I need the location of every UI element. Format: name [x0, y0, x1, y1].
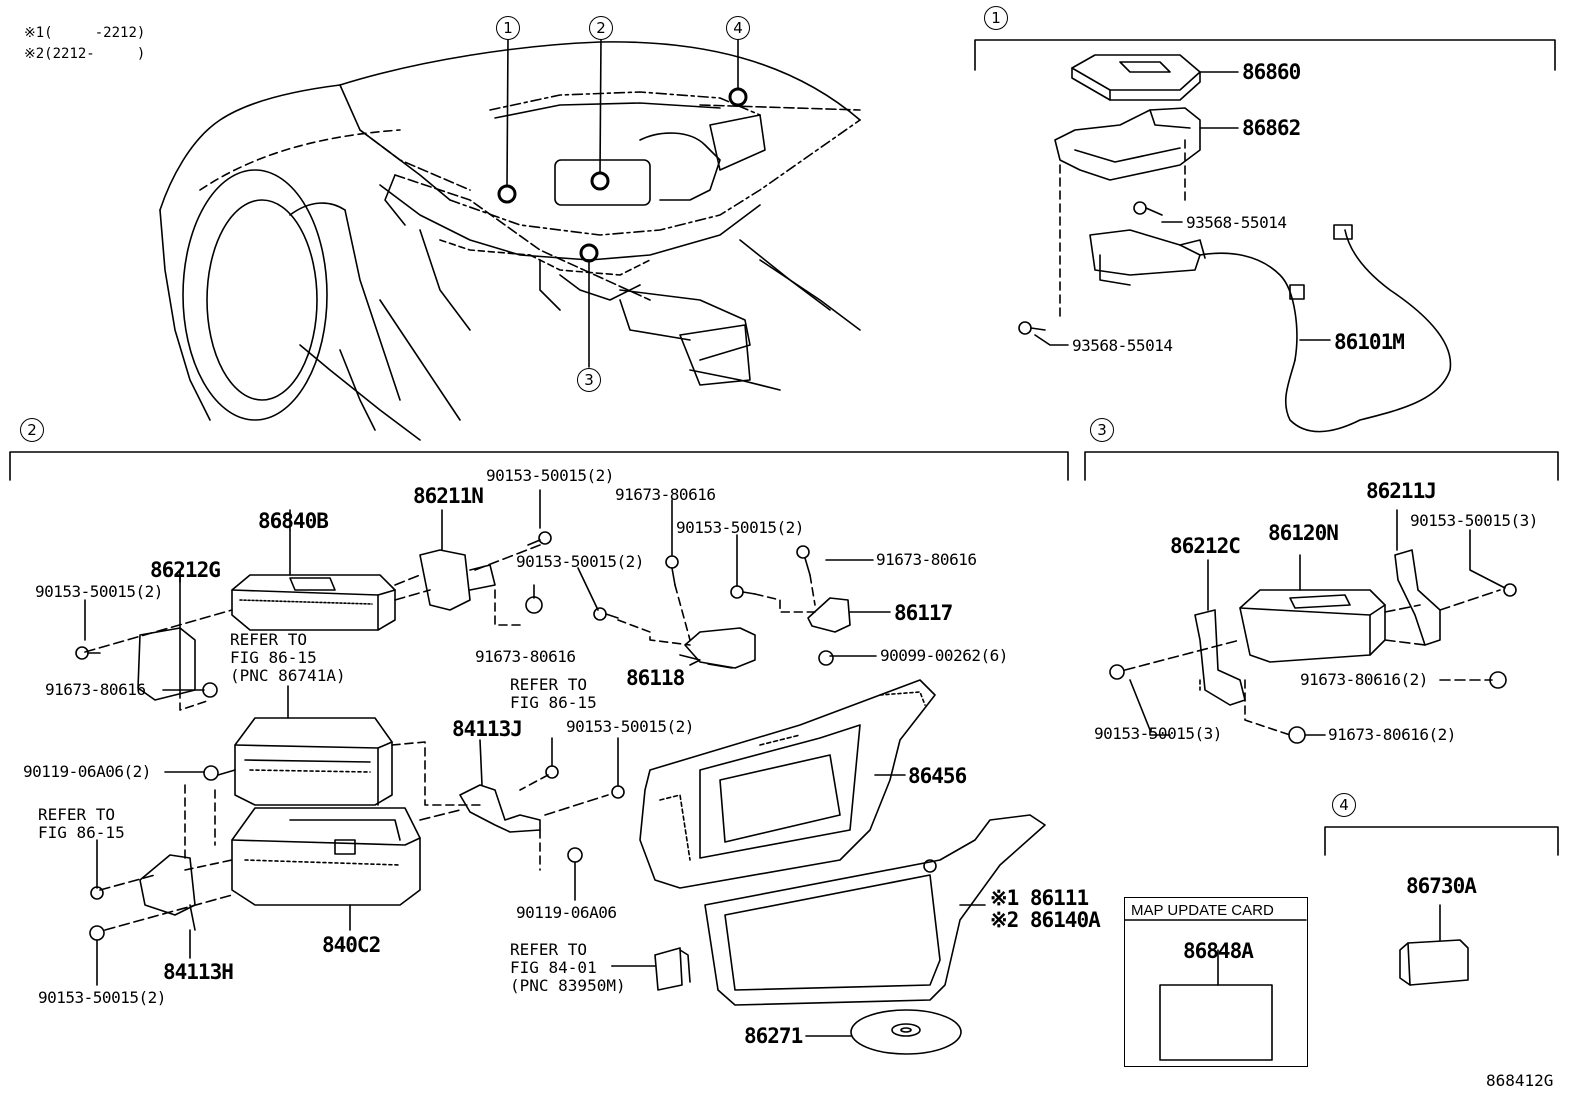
fastener-90153-50015-c: 90153-50015(2) [516, 552, 644, 571]
fastener-91673-80616-d: 91673-80616 [45, 680, 146, 699]
part-86730a: 86730A [1406, 874, 1477, 898]
fastener-91673-80616-a: 91673-80616 [615, 485, 716, 504]
vehicle-interior-drawing [159, 41, 861, 441]
reference-fig-86-15-b: REFER TO FIG 86-15 [510, 675, 597, 712]
overview-callout-markers [497, 37, 748, 368]
part-86111: ※1 86111 [990, 886, 1089, 910]
section-1-drawing [974, 39, 1556, 433]
part-86860: 86860 [1242, 60, 1301, 84]
part-86271: 86271 [744, 1024, 803, 1048]
part-86456: 86456 [908, 764, 967, 788]
fastener-90153-50015-b: 90153-50015(2) [676, 518, 804, 537]
part-86120n: 86120N [1268, 521, 1339, 545]
part-86840b: 86840B [258, 509, 329, 533]
part-86211j: 86211J [1366, 479, 1437, 503]
map-update-card-box [1124, 897, 1308, 1067]
fastener-90119-06a06-a: 90119-06A06(2) [23, 762, 151, 781]
part-86212g: 86212G [150, 558, 221, 582]
reference-fig-84-01-pnc-83950m: REFER TO FIG 84-01 (PNC 83950M) [510, 940, 626, 995]
section-marker-2: 2 [20, 418, 44, 442]
part-86140a: ※2 86140A [990, 908, 1101, 932]
part-840c2: 840C2 [322, 933, 381, 957]
label-leaders [84, 489, 1219, 986]
callout-3: 3 [577, 368, 601, 392]
map-card-image [1159, 984, 1273, 1061]
fastener-90153-50015-d: 90153-50015(2) [35, 582, 163, 601]
fastener-90153-50015-a: 90153-50015(2) [486, 466, 614, 485]
fastener-90119-06a06-b: 90119-06A06 [516, 903, 617, 922]
fastener-90099-00262: 90099-00262(6) [880, 646, 1008, 665]
section-marker-3: 3 [1090, 418, 1114, 442]
part-86211n: 86211N [413, 484, 484, 508]
fastener-90153-50015-e: 90153-50015(2) [566, 717, 694, 736]
part-86118: 86118 [626, 666, 685, 690]
section-4-drawing [1324, 826, 1559, 986]
reference-fig-86-15-c: REFER TO FIG 86-15 [38, 805, 125, 842]
reference-fig-86-15-pnc-86741a: REFER TO FIG 86-15 (PNC 86741A) [230, 630, 346, 685]
part-84113h: 84113H [163, 960, 234, 984]
fastener-91673-80616-b: 91673-80616 [876, 550, 977, 569]
section-marker-4: 4 [1332, 793, 1356, 817]
callout-2: 2 [589, 16, 613, 40]
note-1: ※1( -2212) [24, 25, 146, 41]
fastener-93568-55014-a: 93568-55014 [1186, 213, 1287, 232]
section-2-drawing [9, 451, 1069, 1055]
part-86848a: 86848A [1183, 939, 1254, 963]
part-86862: 86862 [1242, 116, 1301, 140]
map-update-card-title: MAP UPDATE CARD [1131, 902, 1274, 919]
fastener-91673-80616-c: 91673-80616 [475, 647, 576, 666]
fastener-91673-80616-2-a: 91673-80616(2) [1300, 670, 1428, 689]
note-2: ※2(2212- ) [24, 46, 146, 62]
fastener-90153-50015-3-b: 90153-50015(3) [1094, 724, 1222, 743]
part-86101m: 86101M [1334, 330, 1405, 354]
callout-1: 1 [496, 16, 520, 40]
part-86117: 86117 [894, 601, 953, 625]
section-marker-1: 1 [984, 6, 1008, 30]
section-3-drawing [1084, 451, 1559, 744]
fastener-91673-80616-2-b: 91673-80616(2) [1328, 725, 1456, 744]
fastener-90153-50015-3-a: 90153-50015(3) [1410, 511, 1538, 530]
callout-4: 4 [726, 16, 750, 40]
part-86212c: 86212C [1170, 534, 1241, 558]
fastener-93568-55014-b: 93568-55014 [1072, 336, 1173, 355]
part-84113j: 84113J [452, 717, 523, 741]
fastener-90153-50015-f: 90153-50015(2) [38, 988, 166, 1007]
figure-id: 868412G [1486, 1071, 1554, 1090]
